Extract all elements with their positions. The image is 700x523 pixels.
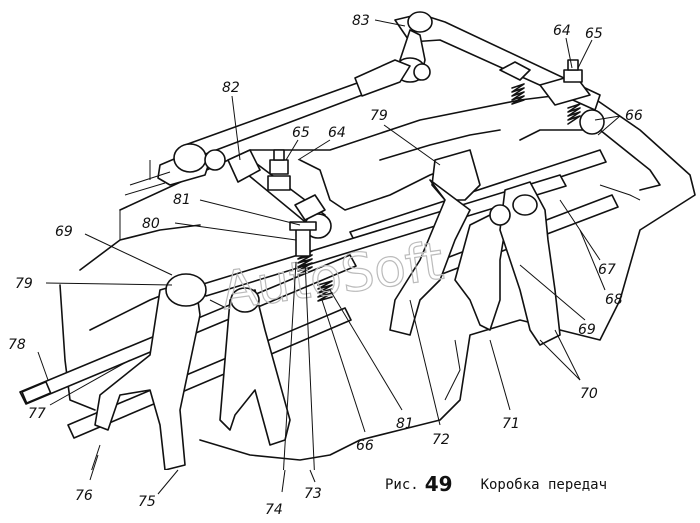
figure-caption: Рис. 49 Коробка передач: [385, 472, 607, 496]
figure-number: 49: [424, 472, 453, 496]
callout-76: 76: [75, 488, 93, 504]
callout-77: 77: [28, 406, 46, 422]
upper-shift-rod: [394, 11, 605, 135]
callout-75: 75: [138, 494, 156, 510]
callout-81-upper: 81: [173, 192, 191, 208]
gearbox-drawing: AutoSoft 83 64 65 82 65: [8, 11, 696, 470]
callout-74: 74: [265, 502, 283, 518]
callout-81-lower: 81: [396, 416, 414, 432]
gearbox-housing: [59, 91, 696, 461]
callout-73: 73: [304, 486, 322, 502]
middle-lever: [227, 149, 332, 239]
callout-68: 68: [605, 292, 623, 308]
upper-springs: [511, 59, 583, 125]
callout-69-right: 69: [578, 322, 596, 338]
callout-82: 82: [222, 80, 240, 96]
detent-springs: [289, 221, 333, 302]
callout-69-left: 69: [55, 224, 73, 240]
callout-78: 78: [8, 337, 26, 353]
callout-64: 64: [553, 23, 571, 39]
callout-66-right: 66: [625, 108, 643, 124]
figure-title: Коробка передач: [480, 477, 607, 493]
callout-67: 67: [598, 262, 616, 278]
shift-forks: [94, 149, 561, 470]
callout-65: 65: [585, 26, 603, 42]
link-rod: [124, 59, 411, 196]
callout-65-middle: 65: [292, 125, 310, 141]
callout-71: 71: [502, 416, 520, 432]
callout-80: 80: [142, 216, 160, 232]
leader-lines: [37, 19, 621, 470]
callout-66-lower: 66: [356, 438, 374, 454]
callout-70: 70: [580, 386, 598, 402]
callout-72: 72: [432, 432, 450, 448]
callout-64-middle: 64: [328, 125, 346, 141]
callout-numbers: 83 64 65 82 65 64 79 66 81 80 69 79 67 6…: [8, 13, 643, 454]
caption-prefix: Рис.: [385, 477, 419, 493]
callout-79-left: 79: [15, 276, 33, 292]
callout-79-right: 79: [370, 108, 388, 124]
callout-83: 83: [352, 13, 370, 29]
